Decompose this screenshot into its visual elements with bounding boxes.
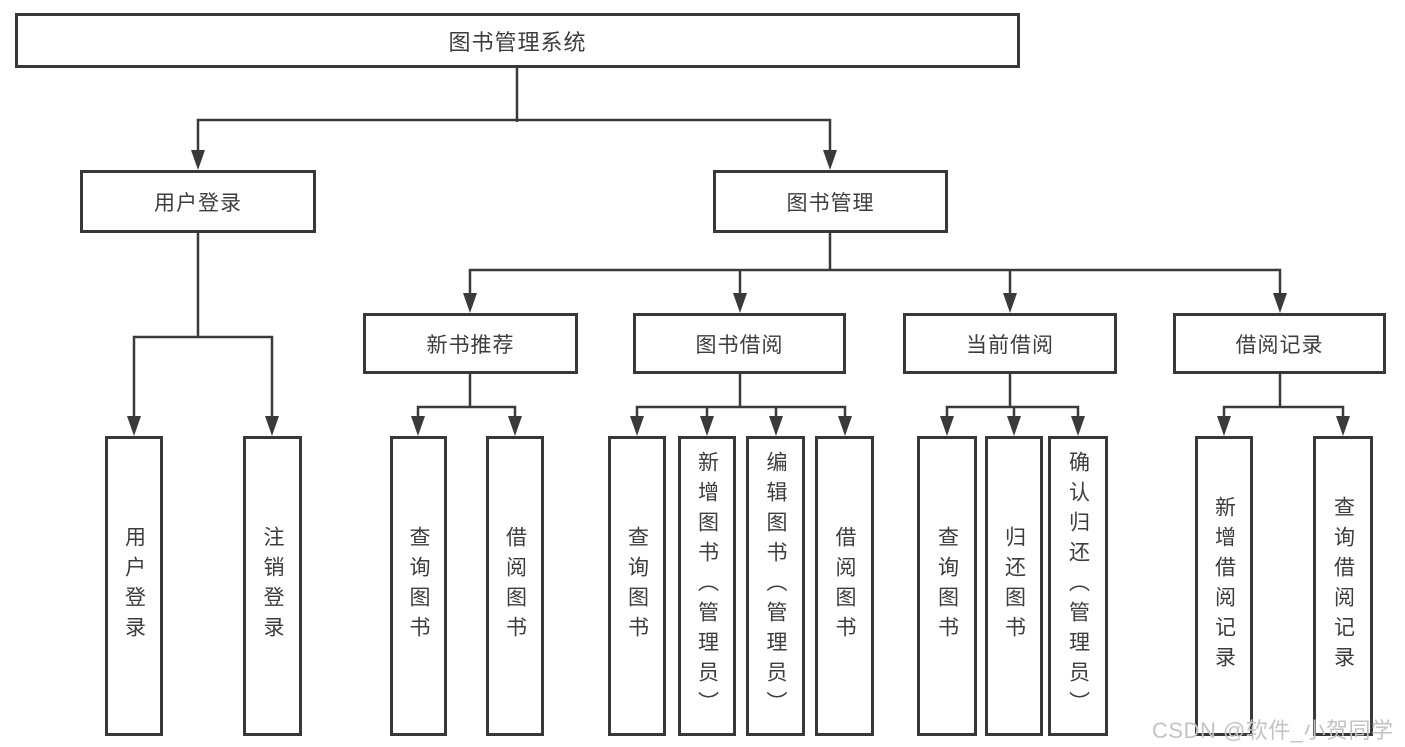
leaf-current-query-books-label: 查询图书 <box>935 526 959 646</box>
arrowheads <box>127 150 1350 436</box>
leaf-records-query-record: 查询借阅记录 <box>1313 436 1373 736</box>
leaf-current-return-books: 归还图书 <box>985 436 1043 736</box>
leaf-borrowing-borrow-books-label: 借阅图书 <box>833 526 856 646</box>
leaf-newbook-query-books-label: 查询图书 <box>407 526 430 646</box>
leaf-borrowing-edit-books-admin: 编辑图书（管理员） <box>746 436 805 736</box>
leaf-newbook-borrow-books: 借阅图书 <box>486 436 544 736</box>
node-current-borrowing: 当前借阅 <box>903 313 1117 374</box>
leaf-borrowing-query-books: 查询图书 <box>608 436 666 736</box>
node-borrowing-records-label: 借阅记录 <box>1235 333 1324 357</box>
leaf-borrowing-edit-books-admin-label: 编辑图书（管理员） <box>764 451 787 721</box>
leaf-records-query-record-label: 查询借阅记录 <box>1331 496 1355 676</box>
leaf-current-return-books-label: 归还图书 <box>1002 526 1026 646</box>
leaf-user-login-label: 用户登录 <box>122 526 146 646</box>
node-new-book-recommend-label: 新书推荐 <box>426 333 515 357</box>
leaf-newbook-borrow-books-label: 借阅图书 <box>503 526 527 646</box>
leaf-borrowing-add-books-admin: 新增图书（管理员） <box>678 436 736 736</box>
node-borrowing-records: 借阅记录 <box>1173 313 1386 374</box>
node-root: 图书管理系统 <box>15 13 1020 68</box>
node-user-login-label: 用户登录 <box>154 191 242 215</box>
node-book-management-label: 图书管理 <box>786 191 875 215</box>
leaf-newbook-query-books: 查询图书 <box>390 436 447 736</box>
node-current-borrowing-label: 当前借阅 <box>966 333 1054 357</box>
leaf-borrowing-query-books-label: 查询图书 <box>625 526 649 646</box>
leaf-current-query-books: 查询图书 <box>917 436 977 736</box>
node-root-label: 图书管理系统 <box>448 29 587 55</box>
node-user-login: 用户登录 <box>80 170 316 233</box>
leaf-logout-label: 注销登录 <box>261 526 284 646</box>
leaf-borrowing-borrow-books: 借阅图书 <box>815 436 874 736</box>
node-book-borrowing: 图书借阅 <box>633 313 846 374</box>
node-book-management: 图书管理 <box>713 170 948 233</box>
leaf-current-confirm-return-admin-label: 确认归还（管理员） <box>1066 451 1090 721</box>
node-book-borrowing-label: 图书借阅 <box>695 333 784 357</box>
leaf-logout: 注销登录 <box>243 436 302 736</box>
leaf-records-add-record-label: 新增借阅记录 <box>1212 496 1236 676</box>
node-new-book-recommend: 新书推荐 <box>363 313 578 374</box>
leaf-records-add-record: 新增借阅记录 <box>1195 436 1253 736</box>
leaf-borrowing-add-books-admin-label: 新增图书（管理员） <box>695 451 719 721</box>
watermark: CSDN @软件_小贺同学 <box>1152 718 1394 743</box>
leaf-user-login: 用户登录 <box>105 436 163 736</box>
leaf-current-confirm-return-admin: 确认归还（管理员） <box>1048 436 1108 736</box>
